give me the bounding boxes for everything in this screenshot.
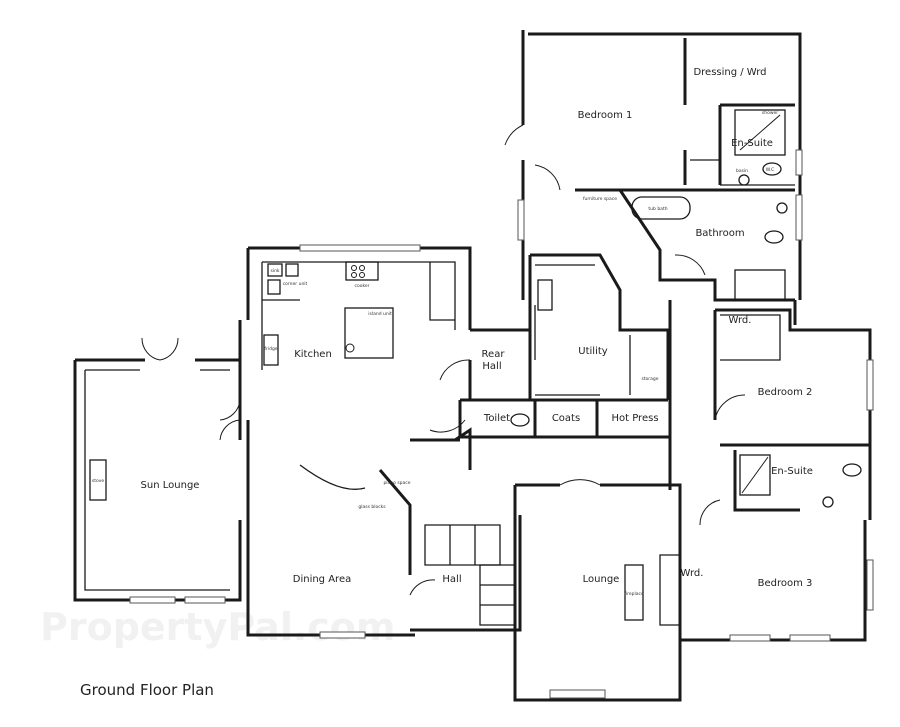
label-basin: basin <box>736 168 748 174</box>
label-stove: stove <box>92 478 105 484</box>
watermark: PropertyPal.com <box>40 605 396 649</box>
label-cooker: cooker <box>354 283 369 289</box>
room-hot-press: Hot Press <box>611 413 658 424</box>
room-coats: Coats <box>552 413 580 424</box>
label-piano-space: piano space <box>383 480 410 486</box>
room-utility: Utility <box>578 346 607 357</box>
room-lounge: Lounge <box>583 574 620 585</box>
room-dining-area: Dining Area <box>293 574 351 585</box>
label-furniture-space: furniture space <box>583 196 617 202</box>
room-bedroom-2: Bedroom 2 <box>758 387 813 398</box>
plan-title: Ground Floor Plan <box>80 681 214 699</box>
label-shower: shower <box>762 110 778 116</box>
room-dressing: Dressing / Wrd <box>693 67 766 78</box>
label-fridge: fridge <box>264 346 277 352</box>
room-wrd-3: Wrd. <box>681 568 704 579</box>
label-sink: sink <box>270 268 279 274</box>
room-sun-lounge: Sun Lounge <box>141 480 200 491</box>
room-hall: Hall <box>442 574 461 585</box>
room-rear-hall-line2: Hall <box>482 361 501 372</box>
room-bedroom-3: Bedroom 3 <box>758 578 813 589</box>
room-bathroom: Bathroom <box>695 228 744 239</box>
label-storage: storage <box>641 376 658 382</box>
room-rear-hall-line1: Rear <box>482 349 506 360</box>
label-wc: W.C <box>766 167 775 173</box>
label-island-unit: island unit <box>368 311 392 317</box>
label-glass-blocks: glass blocks <box>358 504 386 510</box>
walls <box>73 30 874 702</box>
label-tub-bath: tub bath <box>648 206 667 212</box>
room-ensuite-1: En-Suite <box>731 138 773 149</box>
room-bedroom-1: Bedroom 1 <box>578 110 633 121</box>
room-ensuite-2: En-Suite <box>771 466 813 477</box>
room-kitchen: Kitchen <box>294 349 332 360</box>
label-fireplace: fireplace <box>624 591 644 597</box>
room-toilet: Toilet <box>483 413 510 424</box>
room-wrd-2: Wrd. <box>729 315 752 326</box>
label-corner-unit: corner unit <box>283 281 308 287</box>
